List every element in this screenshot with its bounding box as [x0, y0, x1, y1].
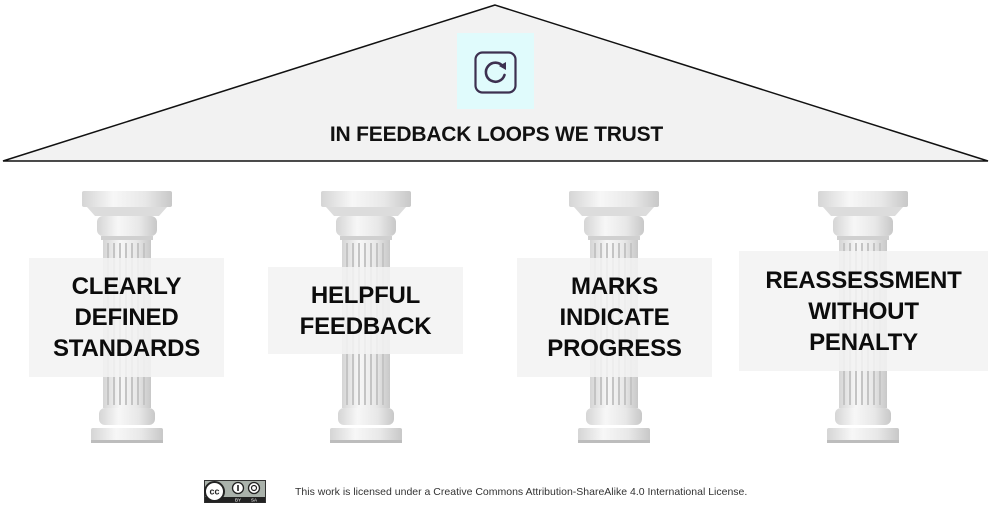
license-footer: cc BY SA This work is licensed under a C… — [204, 480, 747, 503]
svg-text:SA: SA — [251, 498, 257, 503]
svg-text:BY: BY — [235, 498, 241, 503]
pillar-label-box-1: CLEARLY DEFINED STANDARDS — [29, 258, 224, 377]
refresh-icon — [474, 51, 517, 94]
pillar-label: HELPFUL FEEDBACK — [299, 281, 432, 340]
roof-title: IN FEEDBACK LOOPS WE TRUST — [329, 123, 664, 146]
pillar-label-box-3: MARKS INDICATE PROGRESS — [517, 258, 712, 377]
pillar-label: MARKS INDICATE PROGRESS — [547, 273, 682, 362]
pillar-label-box-4: REASSESSMENT WITHOUT PENALTY — [739, 251, 988, 371]
cc-by-sa-icon[interactable]: cc BY SA — [204, 480, 266, 503]
pillar-label: REASSESSMENT WITHOUT PENALTY — [765, 266, 962, 356]
pillar-label-box-2: HELPFUL FEEDBACK — [268, 267, 463, 354]
svg-text:cc: cc — [209, 487, 219, 497]
pillar-label: CLEARLY DEFINED STANDARDS — [52, 273, 201, 362]
license-text[interactable]: This work is licensed under a Creative C… — [295, 485, 748, 498]
feedback-loop-icon-box — [457, 33, 534, 109]
